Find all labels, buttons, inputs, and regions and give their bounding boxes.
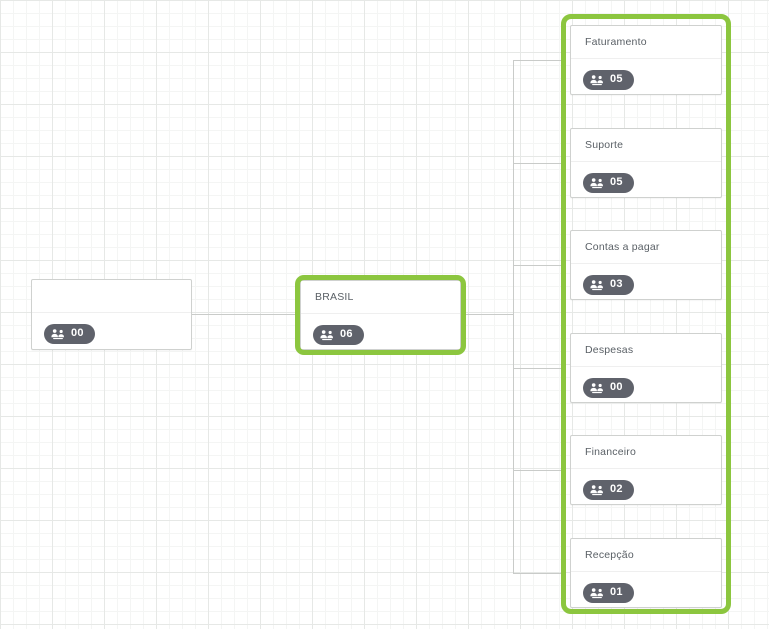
node-despesas-people-badge[interactable]: 00 <box>583 378 634 398</box>
node-brasil-body: 06 <box>301 314 460 348</box>
node-root-title <box>32 280 191 313</box>
node-suporte-title: Suporte <box>571 129 721 162</box>
connector-trunk-to-suporte <box>513 163 565 164</box>
node-financeiro-people-badge[interactable]: 02 <box>583 480 634 500</box>
node-despesas[interactable]: Despesas 00 <box>570 333 722 403</box>
node-brasil-title: BRASIL <box>301 281 460 314</box>
connector-trunk <box>513 60 514 573</box>
node-recepcao-body: 01 <box>571 572 721 606</box>
users-group-icon <box>590 178 603 189</box>
node-contas-a-pagar-people-count: 03 <box>610 278 623 290</box>
node-suporte-people-badge[interactable]: 05 <box>583 173 634 193</box>
node-contas-a-pagar-body: 03 <box>571 264 721 298</box>
connector-trunk-to-despesas <box>513 368 565 369</box>
node-faturamento[interactable]: Faturamento 05 <box>570 25 722 95</box>
node-recepcao-people-badge[interactable]: 01 <box>583 583 634 603</box>
node-suporte[interactable]: Suporte 05 <box>570 128 722 198</box>
connector-trunk-to-contas <box>513 265 565 266</box>
node-faturamento-body: 05 <box>571 59 721 93</box>
users-group-icon <box>51 329 64 340</box>
node-suporte-body: 05 <box>571 162 721 196</box>
node-contas-a-pagar-people-badge[interactable]: 03 <box>583 275 634 295</box>
connector-brasil-to-trunk <box>461 314 514 315</box>
node-contas-a-pagar-title: Contas a pagar <box>571 231 721 264</box>
node-root-body: 00 <box>32 313 191 348</box>
users-group-icon <box>590 383 603 394</box>
node-recepcao-people-count: 01 <box>610 586 623 598</box>
users-group-icon <box>590 280 603 291</box>
node-brasil-people-count: 06 <box>340 328 353 340</box>
node-despesas-title: Despesas <box>571 334 721 367</box>
node-faturamento-people-count: 05 <box>610 73 623 85</box>
users-group-icon <box>590 485 603 496</box>
connector-trunk-to-recepcao <box>513 573 565 574</box>
selection-highlight-departments-group[interactable] <box>561 14 731 614</box>
node-financeiro-body: 02 <box>571 469 721 503</box>
node-suporte-people-count: 05 <box>610 176 623 188</box>
node-despesas-people-count: 00 <box>610 381 623 393</box>
node-financeiro[interactable]: Financeiro 02 <box>570 435 722 505</box>
node-financeiro-title: Financeiro <box>571 436 721 469</box>
node-root-people-count: 00 <box>71 327 84 339</box>
node-recepcao-title: Recepção <box>571 539 721 572</box>
node-root-people-badge[interactable]: 00 <box>44 324 95 344</box>
connector-root-to-brasil <box>192 314 298 315</box>
node-despesas-body: 00 <box>571 367 721 401</box>
users-group-icon <box>590 75 603 86</box>
node-brasil-people-badge[interactable]: 06 <box>313 325 364 345</box>
node-root[interactable]: 00 <box>31 279 192 350</box>
node-faturamento-people-badge[interactable]: 05 <box>583 70 634 90</box>
users-group-icon <box>320 330 333 341</box>
users-group-icon <box>590 588 603 599</box>
node-financeiro-people-count: 02 <box>610 483 623 495</box>
node-recepcao[interactable]: Recepção 01 <box>570 538 722 608</box>
node-brasil[interactable]: BRASIL 06 <box>300 280 461 350</box>
connector-trunk-to-faturamento <box>513 60 565 61</box>
node-contas-a-pagar[interactable]: Contas a pagar 03 <box>570 230 722 300</box>
connector-trunk-to-financeiro <box>513 470 565 471</box>
node-faturamento-title: Faturamento <box>571 26 721 59</box>
